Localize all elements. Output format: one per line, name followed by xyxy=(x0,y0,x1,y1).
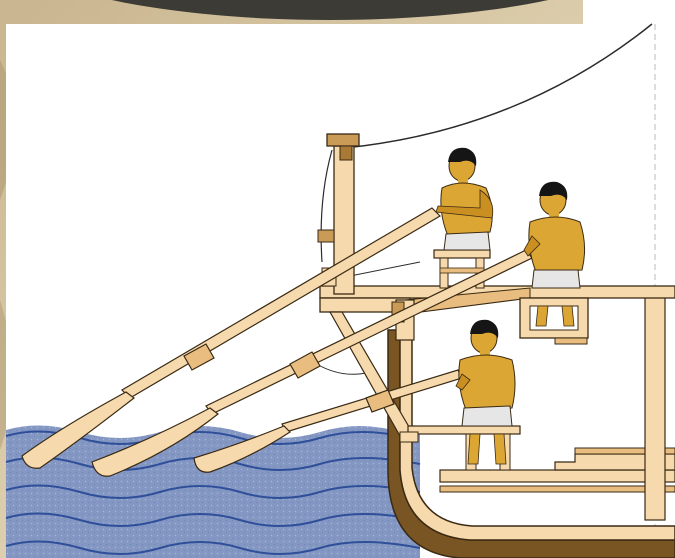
right-post xyxy=(645,296,665,520)
